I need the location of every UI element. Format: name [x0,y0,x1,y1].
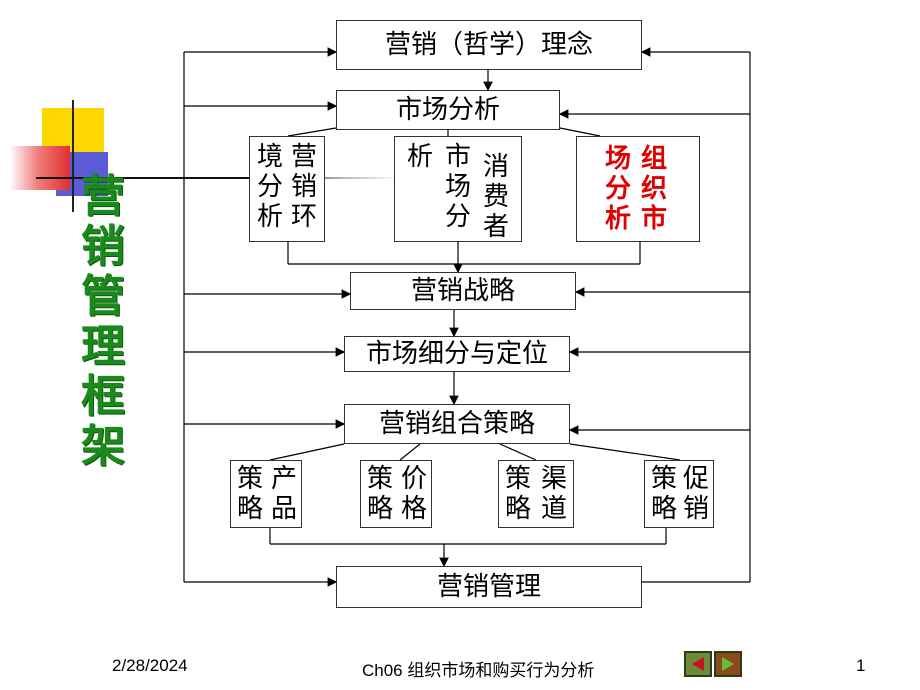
marketing-mix-label: 营销组合策略 [378,409,535,439]
environment-analysis-col1: 营销环 [290,142,317,232]
price-strategy-box [360,460,432,528]
left-arrow-icon [692,657,704,671]
footer-page-number: 1 [856,656,866,675]
promotion-strategy-box [644,460,714,528]
previous-slide-button[interactable] [684,651,712,677]
channel-strategy-box [498,460,574,528]
organization-market-box [576,136,700,242]
product-strategy-col2: 策略 [236,464,263,524]
organization-market-col2: 场分析 [604,144,631,234]
philosophy-box: 营销（哲学）理念 [336,20,642,70]
footer-course-title: Ch06 组织市场和购买行为分析 [362,661,595,680]
strategy-label: 营销战略 [410,276,515,306]
price-strategy-col1: 价格 [400,464,427,524]
segmentation-box: 市场细分与定位 [344,336,570,372]
environment-analysis-col2: 境分析 [256,142,283,232]
market-analysis-box: 市场分析 [336,90,560,130]
marketing-management-box: 营销管理 [336,566,642,608]
next-slide-button[interactable] [714,651,742,677]
promotion-strategy-col2: 策略 [650,464,677,524]
footer-date: 2/28/2024 [112,656,188,675]
strategy-box: 营销战略 [350,272,576,310]
consumer-market-col3: 析 [406,142,433,172]
decor-horizontal-line [36,177,400,179]
consumer-market-box [394,136,522,242]
philosophy-label: 营销（哲学）理念 [384,30,593,60]
consumer-market-col1: 消费者 [482,152,509,242]
decor-vertical-line [72,100,74,212]
segmentation-label: 市场细分与定位 [365,339,548,369]
environment-analysis-box [249,136,325,242]
consumer-market-col2: 市场分 [444,142,471,232]
right-arrow-icon [722,657,734,671]
marketing-mix-box: 营销组合策略 [344,404,570,444]
marketing-management-label: 营销管理 [436,572,541,602]
channel-strategy-col2: 策略 [504,464,531,524]
market-analysis-label: 市场分析 [395,95,500,125]
product-strategy-col1: 产品 [270,464,297,524]
organization-market-col1: 组织市 [640,144,667,234]
channel-strategy-col1: 渠道 [540,464,567,524]
price-strategy-col2: 策略 [366,464,393,524]
vertical-title: 营销管理框架 [81,171,125,472]
product-strategy-box [230,460,302,528]
promotion-strategy-col1: 促销 [682,464,709,524]
decor-red-square [10,146,70,190]
